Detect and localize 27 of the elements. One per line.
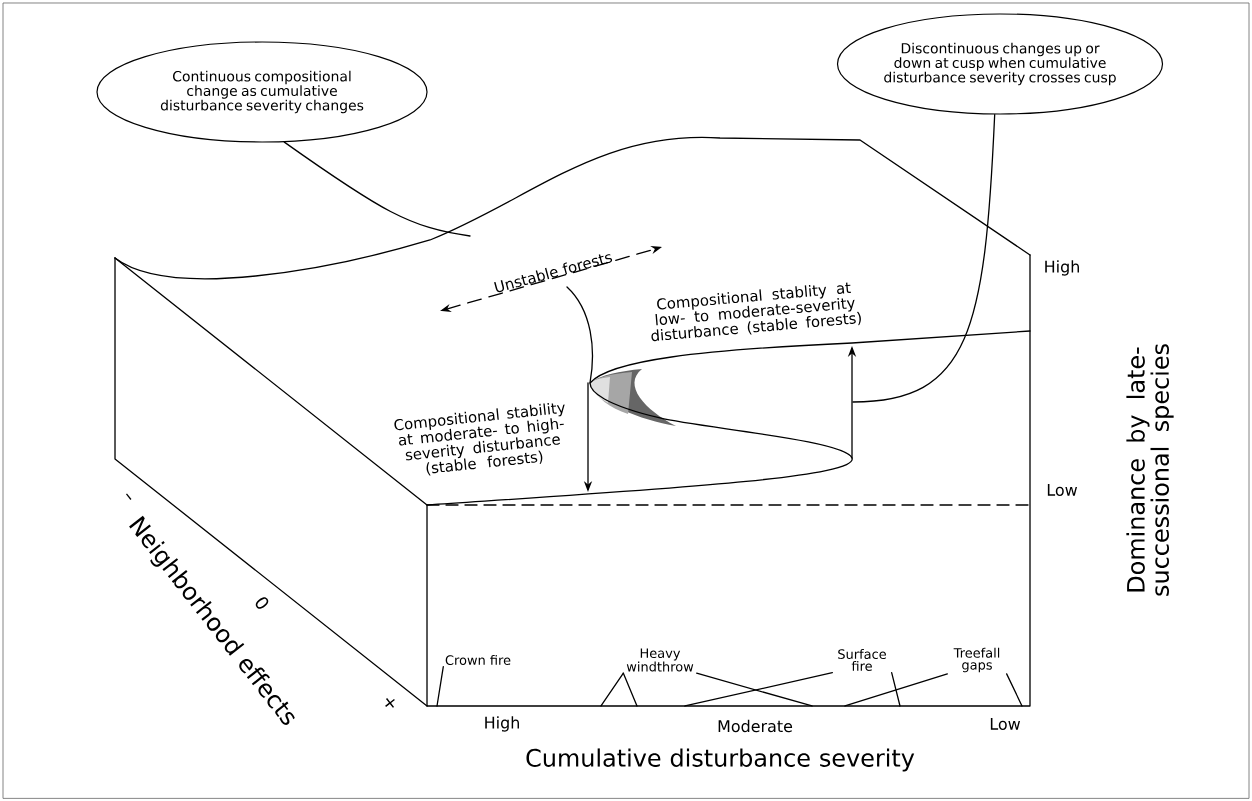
leader-line — [600, 672, 624, 707]
leader-line — [622, 672, 638, 707]
axis-title: Dominance by late-successional species — [1126, 344, 1174, 596]
annotation-text: Compositional stablity at low- to moderate-severity disturbance (stable forests) — [651, 282, 861, 342]
leader-line — [1006, 673, 1023, 707]
axis-tick-label: + — [385, 698, 395, 708]
annotation-text: Compositional stability at moderate- to high-severity disturbance (stable forests) — [394, 402, 565, 476]
leader-line — [684, 671, 833, 707]
leader-line — [436, 666, 444, 707]
leader-line — [891, 671, 901, 707]
disturbance-label: Crown fire — [445, 654, 511, 665]
leader-line — [283, 141, 471, 237]
axis-tick-label: Low — [990, 718, 1021, 730]
axis-tick-label: High — [1045, 260, 1079, 276]
axis-tick-label: 0 — [255, 597, 269, 609]
axis-tick-label: – — [125, 493, 132, 500]
disturbance-label: Heavy windthrow — [626, 648, 694, 672]
axis-title: Cumulative disturbance severity — [526, 748, 915, 772]
axis-tick-label: Low — [1047, 484, 1078, 496]
leader-line — [696, 672, 813, 707]
leader-line — [844, 673, 948, 707]
annotation-text: Unstable forests — [494, 254, 613, 293]
disturbance-label: Treefall gaps — [953, 647, 1000, 673]
disturbance-label: Surface fire — [838, 649, 886, 671]
axis-tick-label: High — [485, 716, 519, 732]
axis-tick-label: Moderate — [718, 719, 793, 733]
leader-line — [852, 113, 996, 403]
